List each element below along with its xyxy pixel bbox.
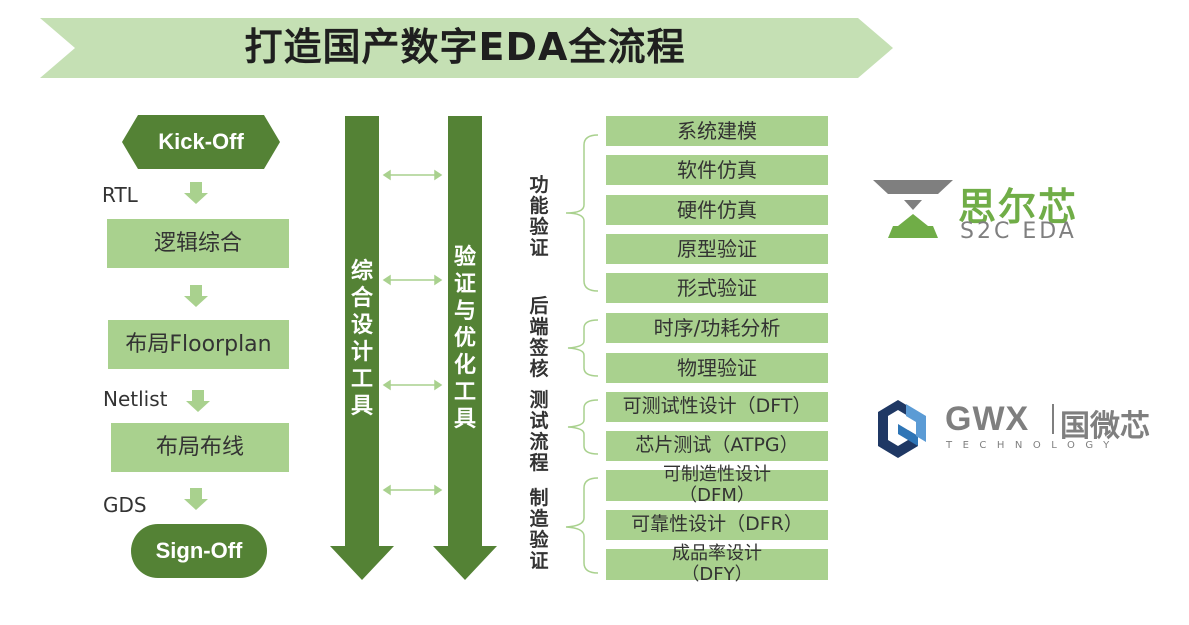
s2c-logo-icon: [873, 180, 953, 238]
kickoff-shape: [122, 115, 280, 169]
down-arrow-icon: [186, 390, 210, 412]
item-dfy: 成品率设计（DFY）: [606, 543, 828, 584]
down-arrow-icon: [184, 285, 208, 307]
double-arrows: [382, 169, 443, 496]
signoff-shape: [131, 524, 267, 578]
synthesis-tools-arrow: [330, 116, 394, 580]
flow-arrows: [184, 182, 210, 510]
braces: [565, 134, 599, 574]
brace-functional: [565, 134, 599, 292]
item-atpg: 芯片测试（ATPG）: [606, 431, 828, 461]
gwx-logo-icon: [878, 400, 926, 458]
gwx-logo-tag: TECHNOLOGY: [946, 440, 1120, 451]
gwx-divider: [1052, 404, 1054, 434]
floorplan-box: 布局Floorplan: [108, 320, 289, 369]
brace-manufacture: [565, 477, 599, 574]
synthesis-box: 逻辑综合: [107, 219, 289, 268]
item-hardware-emulation: 硬件仿真: [606, 195, 828, 225]
s2c-logo-cn: 思尔芯: [958, 185, 1079, 229]
rtl-label: RTL: [102, 183, 138, 207]
item-system-modeling: 系统建模: [606, 116, 828, 146]
title-banner: [40, 18, 893, 78]
page-title: 打造国产数字EDA全流程: [244, 25, 686, 69]
item-prototype-verification: 原型验证: [606, 234, 828, 264]
brace-test: [567, 399, 599, 455]
down-arrow-icon: [184, 182, 208, 204]
item-dfm: 可制造性设计（DFM）: [606, 464, 828, 505]
signoff-label: Sign-Off: [155, 538, 243, 563]
place-route-box: 布局布线: [111, 423, 289, 472]
verification-tools-label: 验证与优化工具: [453, 245, 476, 432]
item-timing-power: 时序/功耗分析: [606, 313, 828, 343]
gds-label: GDS: [103, 493, 147, 517]
s2c-logo-en: S2C EDA: [960, 219, 1077, 244]
group-label-backend: 后端签核: [529, 295, 549, 380]
group-label-manufacture: 制造验证: [529, 487, 549, 572]
item-formal-verification: 形式验证: [606, 273, 828, 303]
item-software-sim: 软件仿真: [606, 155, 828, 185]
item-dfr: 可靠性设计（DFR）: [606, 510, 828, 540]
netlist-label: Netlist: [103, 387, 168, 411]
group-label-test: 测试流程: [529, 389, 549, 474]
gwx-logo-cn: 国微芯: [1060, 409, 1150, 444]
item-dft: 可测试性设计（DFT）: [606, 392, 828, 422]
down-arrow-icon: [184, 488, 208, 510]
synthesis-tools-label: 综合设计工具: [350, 259, 373, 419]
item-physical-verification: 物理验证: [606, 353, 828, 383]
verification-tools-arrow: [433, 116, 497, 580]
brace-backend: [567, 319, 599, 377]
group-label-functional: 功能验证: [529, 174, 549, 259]
gwx-logo-en: GWX: [945, 400, 1030, 438]
kickoff-label: Kick-Off: [158, 129, 244, 154]
